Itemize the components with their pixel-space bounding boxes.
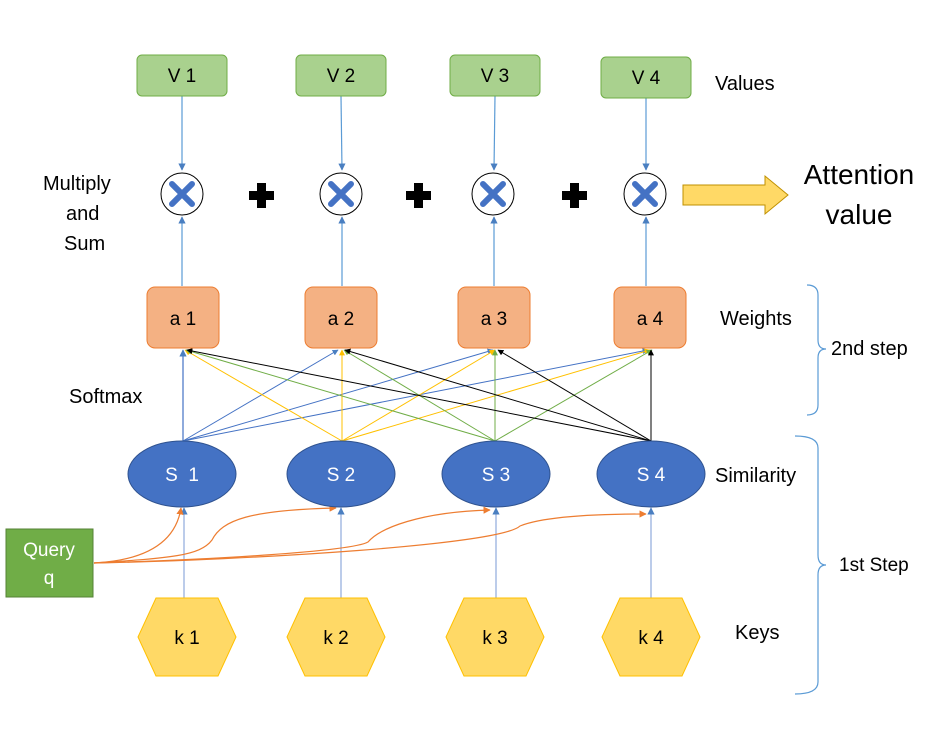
query-label-line1: Query	[23, 540, 75, 561]
value-node: V 3	[449, 54, 541, 97]
query-node: Query q	[5, 528, 94, 598]
value-label: V 1	[168, 66, 197, 87]
first-step-brace	[794, 435, 827, 695]
key-node: k 3	[445, 597, 545, 677]
plus-icons	[249, 183, 587, 208]
multiply-node	[319, 172, 363, 216]
value-node: V 4	[600, 56, 692, 99]
edge-s4-a1	[186, 348, 652, 442]
key-label: k 3	[482, 628, 507, 649]
attention-arrow-icon	[682, 174, 789, 216]
similarity-node: S 4	[596, 440, 706, 508]
similarity-nodes: S 1 S 2 S 3 S 4	[127, 440, 706, 508]
vertical-arrows	[178, 95, 655, 598]
edge-s1-a3	[182, 348, 494, 442]
multiply-icon	[169, 181, 195, 207]
query-to-s4	[93, 510, 647, 564]
multiply-node	[471, 172, 515, 216]
plus-icon	[249, 183, 274, 208]
edge-s1-a4	[182, 348, 649, 442]
key-label: k 1	[174, 628, 199, 649]
softmax-connections	[179, 348, 654, 442]
similarity-label: S 4	[637, 465, 666, 486]
similarity-side-label: Similarity	[715, 465, 796, 487]
multiply-label-line1: Multiply	[43, 173, 111, 195]
value-node: V 2	[295, 54, 387, 97]
edge-s1-a2	[182, 349, 339, 442]
multiply-icon	[328, 181, 354, 207]
query-to-s3	[93, 506, 491, 564]
values-label: Values	[715, 73, 775, 95]
arrow-v2-x2	[338, 95, 346, 171]
key-label: k 4	[638, 628, 664, 649]
weight-node: a 4	[613, 286, 687, 349]
softmax-label: Softmax	[69, 386, 142, 408]
key-node: k 1	[137, 597, 237, 677]
second-step-brace	[806, 284, 827, 416]
similarity-node: S 3	[441, 440, 551, 508]
similarity-label: S 3	[482, 465, 511, 486]
multiply-icon	[632, 181, 658, 207]
value-label: V 3	[481, 66, 510, 87]
weight-node: a 1	[146, 286, 220, 349]
multiply-label-line2: and	[66, 203, 99, 225]
similarity-node: S 2	[286, 440, 396, 508]
value-nodes: V 1 V 2 V 3 V 4	[136, 54, 692, 99]
multiply-nodes	[160, 172, 667, 216]
edge-s4-a3	[497, 349, 652, 442]
edge-s2-a4	[341, 348, 651, 442]
value-label: V 4	[632, 68, 661, 89]
attention-value-line1: Attention	[804, 159, 915, 190]
weight-node: a 3	[457, 286, 531, 349]
attention-value-line2: value	[826, 199, 893, 230]
key-node: k 2	[286, 597, 386, 677]
multiply-node	[623, 172, 667, 216]
edge-s3-a1	[185, 348, 496, 442]
weight-label: a 4	[637, 309, 664, 330]
value-node: V 1	[136, 54, 228, 97]
similarity-label: S 1	[165, 465, 199, 486]
keys-label: Keys	[735, 622, 779, 644]
second-step-label: 2nd step	[831, 338, 908, 360]
weight-label: a 3	[481, 309, 507, 330]
weight-nodes: a 1 a 2 a 3 a 4	[146, 286, 687, 349]
plus-icon	[406, 183, 431, 208]
multiply-icon	[480, 181, 506, 207]
weight-node: a 2	[304, 286, 378, 349]
weight-label: a 2	[328, 309, 354, 330]
weights-label: Weights	[720, 308, 792, 330]
edge-s2-a1	[184, 349, 343, 442]
key-nodes: k 1 k 2 k 3 k 4	[137, 597, 701, 677]
value-label: V 2	[327, 66, 356, 87]
multiply-label-line3: Sum	[64, 233, 105, 255]
first-step-label: 1st Step	[839, 555, 909, 576]
plus-icon	[562, 183, 587, 208]
query-label-line2: q	[44, 568, 55, 589]
query-to-s2	[93, 504, 337, 564]
multiply-node	[160, 172, 204, 216]
query-to-s1	[93, 507, 184, 564]
weight-label: a 1	[170, 309, 196, 330]
similarity-label: S 2	[327, 465, 356, 486]
edge-s4-a2	[344, 348, 652, 442]
key-label: k 2	[323, 628, 348, 649]
similarity-node: S 1	[127, 440, 237, 508]
edge-s3-a4	[494, 349, 653, 442]
arrow-v3-x3	[490, 95, 498, 171]
query-connections	[93, 504, 647, 564]
key-node: k 4	[601, 597, 701, 677]
